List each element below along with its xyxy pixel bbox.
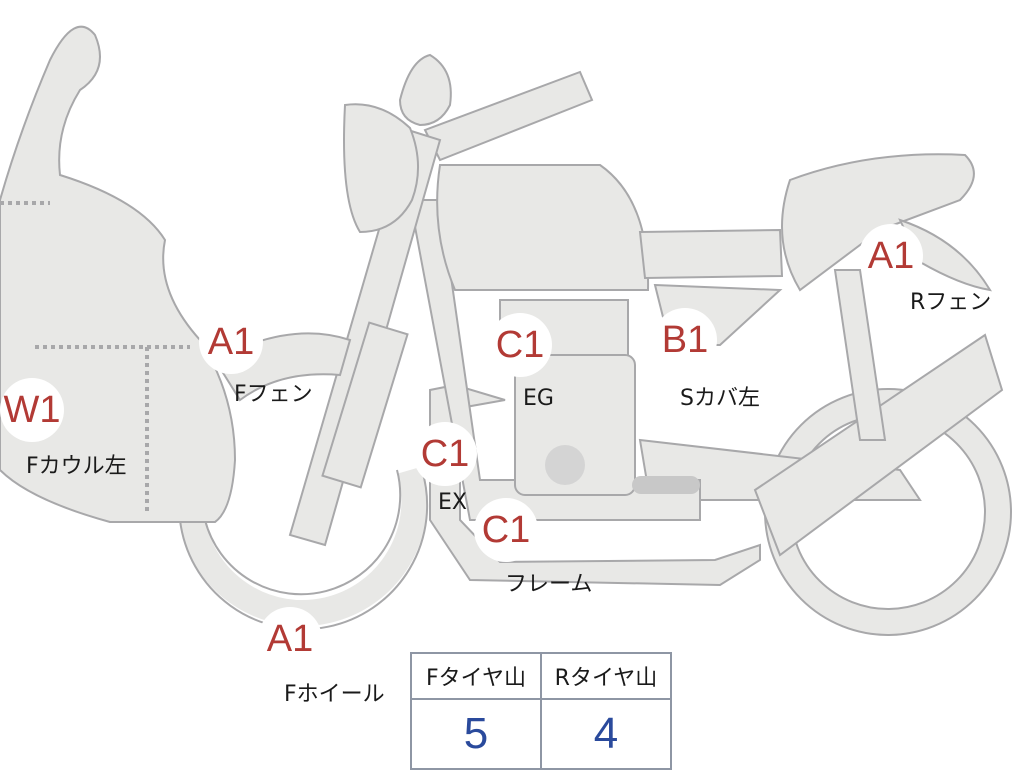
headlight bbox=[343, 103, 420, 234]
part-label-engine: EG bbox=[523, 386, 554, 411]
grade-badge-c1-engine: C1 bbox=[488, 313, 552, 377]
fuel-tank bbox=[436, 164, 650, 291]
mirror bbox=[398, 53, 452, 127]
front-tire-header: Fタイヤ山 bbox=[410, 652, 542, 700]
grade-badge-a1-ffender: A1 bbox=[199, 310, 263, 374]
engine-cover bbox=[545, 445, 585, 485]
rear-tire-header: Rタイヤ山 bbox=[540, 652, 672, 700]
part-label-exhaust: EX bbox=[438, 490, 467, 515]
part-label-fwheel: Fホイール bbox=[284, 682, 385, 707]
engine-body bbox=[514, 354, 636, 496]
fork-guard bbox=[321, 321, 409, 489]
seat-front bbox=[638, 228, 784, 280]
seat-rear bbox=[781, 153, 975, 292]
part-label-frame: フレーム bbox=[505, 572, 593, 597]
part-label-rfender: Rフェン bbox=[910, 290, 992, 315]
grade-badge-a1-rfender: A1 bbox=[859, 224, 923, 288]
rear-shock bbox=[833, 269, 887, 441]
part-label-ffender: Fフェン bbox=[234, 382, 313, 407]
grade-badge-c1-exhaust: C1 bbox=[413, 422, 477, 486]
grade-badge-b1: B1 bbox=[653, 308, 717, 372]
grade-badge-w1: W1 bbox=[0, 378, 64, 442]
grade-badge-c1-frame: C1 bbox=[474, 498, 538, 562]
footpeg bbox=[632, 476, 700, 494]
part-label-fcowl-left: Fカウル左 bbox=[26, 454, 127, 479]
muffler bbox=[753, 333, 1004, 557]
rear-tire-value: 4 bbox=[540, 698, 672, 770]
tire-tread-table: Fタイヤ山 Rタイヤ山 5 4 bbox=[410, 652, 672, 770]
part-label-side-cover-left: Sカバ左 bbox=[680, 386, 760, 411]
rear-fender bbox=[898, 218, 992, 292]
front-tire-value: 5 bbox=[410, 698, 542, 770]
grade-badge-a1-fwheel: A1 bbox=[258, 607, 322, 671]
front-wheel bbox=[179, 466, 428, 626]
